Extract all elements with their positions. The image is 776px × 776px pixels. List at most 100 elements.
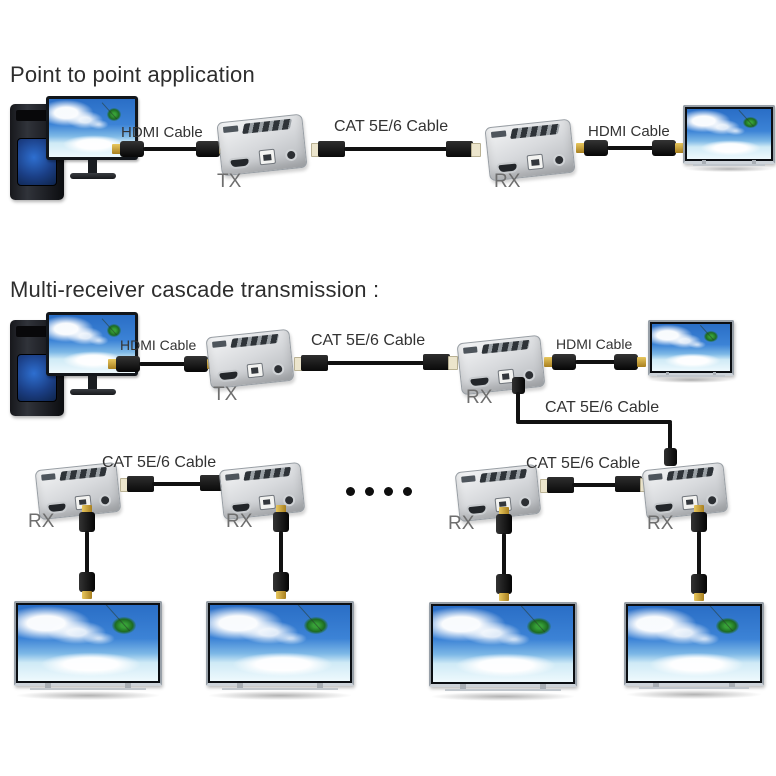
hdmi-plug-icon <box>614 354 646 370</box>
hdmi-plug-body <box>184 356 208 372</box>
cascade-plug-icon <box>664 448 677 466</box>
hdmi-plug-body <box>79 512 95 532</box>
hdmi-gold-tip <box>82 505 92 513</box>
cat-cable-label-4: CAT 5E/6 Cable <box>526 455 641 472</box>
section-title-point-to-point: Point to point application <box>10 62 255 87</box>
hdmi-plug-body <box>79 572 95 592</box>
rj45-plug-icon <box>446 141 481 157</box>
tv-frame <box>683 105 775 165</box>
tx-tag-1: TX <box>217 171 242 192</box>
tv-frame <box>648 320 734 376</box>
hdmi-gold-tip <box>694 505 704 513</box>
hdmi-plug-icon <box>691 574 707 601</box>
tv-shadow <box>684 165 774 172</box>
hdmi-plug-icon <box>112 141 144 157</box>
tv-foot <box>317 683 323 690</box>
section-title-cascade: Multi-receiver cascade transmission : <box>10 277 380 302</box>
hdmi-plug-icon <box>576 140 608 156</box>
hdmi-cable-label-4: HDMI Cable <box>556 336 633 352</box>
tv-frame <box>429 602 577 688</box>
hdmi-plug-body <box>614 354 638 370</box>
rj45-body <box>127 476 154 492</box>
cascade-cable-segment <box>516 420 672 424</box>
pc-tower-vent <box>16 326 58 337</box>
display-tv-5 <box>429 602 577 701</box>
hdmi-plug-icon <box>496 574 512 601</box>
hdmi-cable-line <box>607 146 657 150</box>
hdmi-plug-body <box>273 572 289 592</box>
monitor-base <box>70 389 116 395</box>
cat-cable-label-cascade: CAT 5E/6 Cable <box>545 399 660 416</box>
display-tv-4 <box>206 601 354 700</box>
hdmi-gold-tip <box>576 143 585 153</box>
hdmi-gold-tip <box>82 591 92 599</box>
rx-tag-4: RX <box>226 511 253 532</box>
monitor-neck <box>88 376 97 389</box>
rj45-body <box>301 355 328 371</box>
rj45-body <box>318 141 345 157</box>
hdmi-gold-tip <box>108 359 117 369</box>
tv-screen-image <box>210 605 350 682</box>
tv-foot <box>729 682 735 689</box>
hdmi-gold-tip <box>637 357 646 367</box>
tv-foot <box>540 684 546 691</box>
cat-cable-line <box>152 482 204 486</box>
hdmi-plug-icon <box>108 356 140 372</box>
tv-shadow <box>16 691 160 700</box>
rj45-tip <box>448 356 458 370</box>
tv-shadow <box>626 690 762 699</box>
rj45-plug-icon <box>311 141 345 157</box>
tv-foot <box>237 683 243 690</box>
hdmi-cable-label-2: HDMI Cable <box>588 123 670 140</box>
tv-frame <box>624 602 764 686</box>
display-tv-2 <box>648 320 734 383</box>
hdmi-plug-body <box>691 512 707 532</box>
hdmi-plug-body <box>584 140 608 156</box>
rj45-port-icon <box>246 362 265 379</box>
hdmi-plug-icon <box>544 354 576 370</box>
hdmi-gold-tip <box>675 143 684 153</box>
hdmi-cable-line <box>697 531 701 577</box>
rj45-port-icon <box>526 153 545 171</box>
rj45-plug-icon <box>120 476 154 492</box>
cat-cable-line <box>327 361 425 365</box>
cascade-cable-segment <box>516 392 520 422</box>
rj45-plug-icon <box>294 355 328 371</box>
display-tv-3 <box>14 601 162 700</box>
cat-cable-label-1: CAT 5E/6 Cable <box>334 118 449 135</box>
tv-foot <box>653 682 659 689</box>
tv-frame <box>14 601 162 687</box>
rj45-port-icon <box>258 148 277 166</box>
hdmi-cable-line <box>139 362 187 366</box>
rj45-plug-icon <box>423 354 458 370</box>
hdmi-plug-body <box>116 356 140 372</box>
cascade-plug-icon <box>512 377 525 394</box>
hdmi-cable-line <box>143 147 199 151</box>
hdmi-gold-tip <box>276 591 286 599</box>
tv-foot <box>45 683 51 690</box>
rj45-plug-icon <box>540 477 574 493</box>
hdmi-gold-tip <box>499 507 509 515</box>
tv-shadow <box>208 691 352 700</box>
hdmi-plug-icon <box>79 572 95 599</box>
tv-screen-image <box>433 606 573 683</box>
hdmi-cable-label-1: HDMI Cable <box>121 124 203 141</box>
ellipsis-dots <box>346 487 412 496</box>
hdmi-gold-tip <box>544 357 553 367</box>
hdmi-gold-tip <box>694 593 704 601</box>
hdmi-plug-body <box>552 354 576 370</box>
hdmi-plug-body <box>273 512 289 532</box>
extender-tx-2 <box>205 328 295 390</box>
tv-screen-image <box>628 606 760 681</box>
hdmi-plug-icon <box>273 572 289 599</box>
cat-cable-line <box>344 147 448 151</box>
tv-frame <box>206 601 354 687</box>
hdmi-plug-icon <box>652 140 684 156</box>
tv-foot <box>125 683 131 690</box>
cat-cable-label-3: CAT 5E/6 Cable <box>102 454 217 471</box>
hdmi-plug-icon <box>691 505 707 532</box>
cat-cable-label-2: CAT 5E/6 Cable <box>311 332 426 349</box>
tv-foot <box>460 684 466 691</box>
tv-stand-bar <box>639 687 749 690</box>
rj45-body <box>547 477 574 493</box>
